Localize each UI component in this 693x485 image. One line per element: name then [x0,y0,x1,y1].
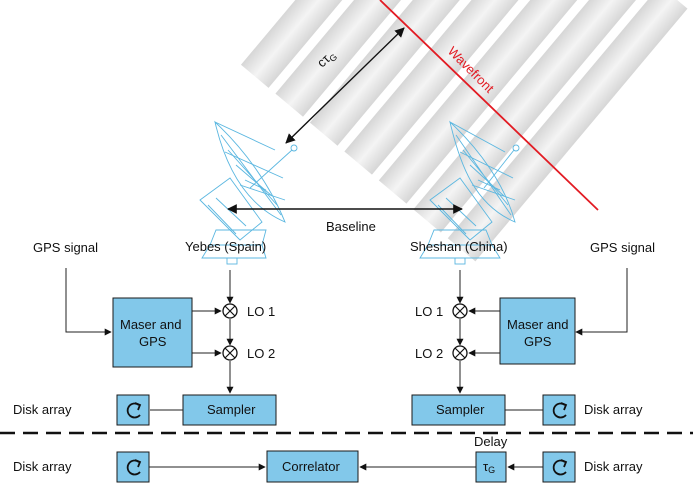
delay-box [475,451,507,483]
left-lo1-label: LO 1 [247,304,275,319]
left-gps-line [65,268,112,336]
left-sampler-box [182,394,277,426]
correlator-label: Correlator [282,459,340,474]
corr-left-disk-icon [116,451,150,483]
right-sampler-label: Sampler [436,402,485,417]
left-maser-label-2: GPS [139,334,167,349]
baseline-label: Baseline [326,219,376,234]
left-gps-label: GPS signal [33,240,98,255]
right-sampler-box [411,394,506,426]
left-disk-icon [116,394,150,426]
left-lo2-label: LO 2 [247,346,275,361]
corr-right-disk-label: Disk array [584,459,643,474]
left-disk-label: Disk array [13,402,72,417]
left-mixer-2-icon [222,345,238,361]
left-sampler-label: Sampler [207,402,256,417]
right-gps-line [575,268,628,336]
left-mixer-1-icon [222,303,238,319]
delay-symbol: τG [483,459,495,475]
right-maser-label-2: GPS [524,334,552,349]
left-maser-label-1: Maser and [120,317,181,332]
left-maser-box [112,297,193,368]
corr-right-disk-icon [542,451,576,483]
corr-left-disk-label: Disk array [13,459,72,474]
right-gps-label: GPS signal [590,240,655,255]
path-difference-arrow [285,27,405,144]
right-dish-icon [419,120,520,265]
right-maser-label-1: Maser and [507,317,568,332]
path-difference-label: cτG [314,47,339,72]
wavefront-line [379,0,599,211]
right-maser-box [499,297,576,365]
right-station-name: Sheshan (China) [410,239,508,254]
right-lo2-label: LO 2 [415,346,443,361]
right-lo1-label: LO 1 [415,304,443,319]
right-disk-icon [542,394,576,426]
left-station-name: Yebes (Spain) [185,239,266,254]
correlator-box [266,450,359,483]
wave-bands [240,0,688,262]
right-disk-label: Disk array [584,402,643,417]
right-mixer-2-icon [452,345,468,361]
delay-label: Delay [474,434,508,449]
right-mixer-1-icon [452,303,468,319]
